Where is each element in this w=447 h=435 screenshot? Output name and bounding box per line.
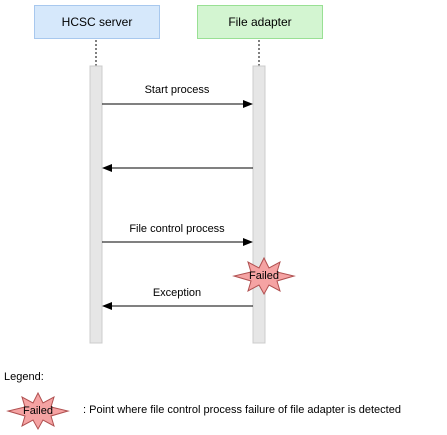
failed-marker-label: Failed: [249, 270, 279, 282]
legend-description: : Point where file control process failu…: [83, 404, 401, 416]
legend-star-marker: [6, 391, 70, 431]
file-control-process-label: File control process: [129, 223, 225, 235]
file-adapter-activation-bar: [252, 65, 266, 344]
hcsc-server-label: HCSC server: [61, 15, 133, 29]
hcsc-activation-bar: [89, 65, 103, 344]
hcsc-server-box: HCSC server: [34, 5, 160, 39]
legend-title: Legend:: [4, 371, 44, 383]
legend-failed-label: Failed: [23, 405, 53, 417]
start-process-label: Start process: [144, 84, 210, 96]
file-adapter-label: File adapter: [228, 15, 292, 29]
exception-label: Exception: [152, 287, 202, 299]
file-adapter-box: File adapter: [197, 5, 323, 39]
failure-star-marker: [232, 256, 296, 296]
